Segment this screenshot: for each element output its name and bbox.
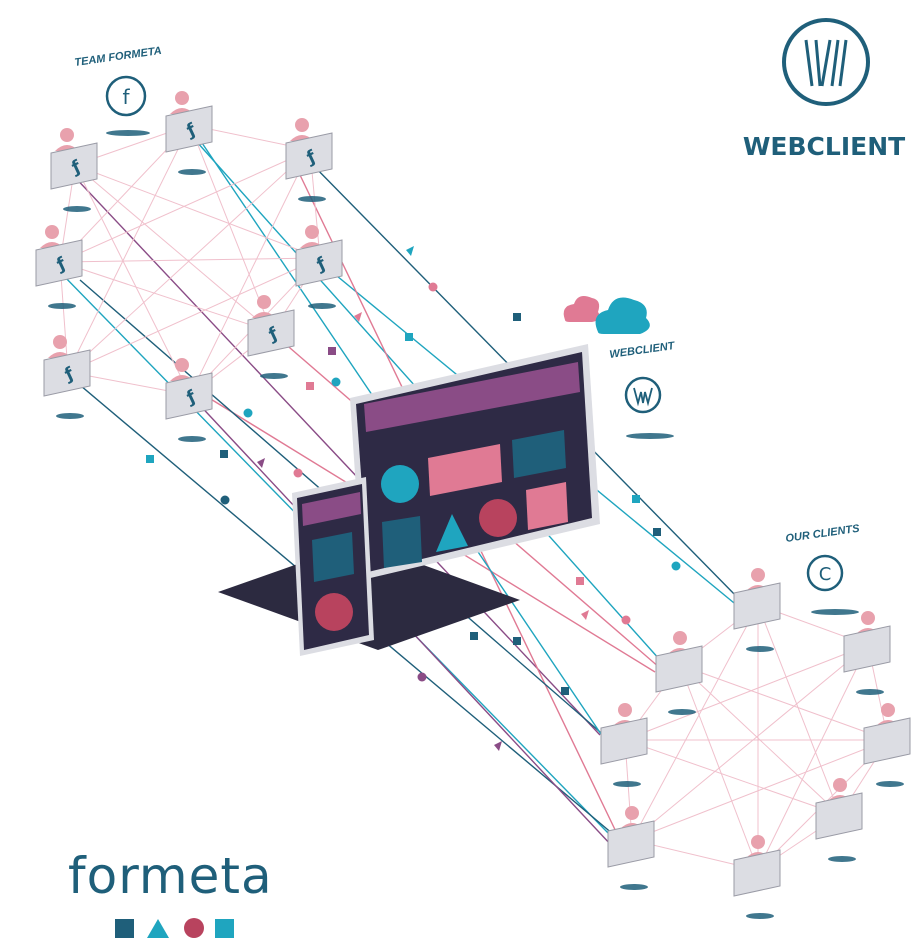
client-node — [733, 567, 781, 653]
client-node — [843, 610, 891, 696]
clients-label-group: OUR CLIENTS C — [785, 523, 861, 615]
client-nodes — [600, 567, 911, 920]
logo-text: formeta — [68, 847, 273, 905]
logo-triangle-icon — [147, 919, 169, 938]
logo-circle-icon — [184, 918, 204, 938]
client-network-web — [624, 604, 889, 871]
phone-illustration — [292, 477, 374, 656]
cloud-icon — [563, 296, 650, 334]
team-nodes — [35, 90, 343, 443]
laptop-illustration — [218, 344, 600, 650]
team-badge-icon — [105, 75, 147, 117]
client-node — [655, 630, 703, 716]
team-member-node — [35, 224, 83, 310]
logo-square-teal-icon — [215, 919, 234, 938]
team-badge-letter: f — [122, 85, 130, 109]
webclient-badge-icon — [624, 376, 662, 414]
team-member-node — [43, 334, 91, 420]
team-member-node — [165, 357, 213, 443]
webclient-logo-icon — [782, 18, 870, 106]
clients-label: OUR CLIENTS — [785, 523, 861, 545]
clients-badge-icon — [806, 554, 844, 592]
team-member-node — [247, 294, 295, 380]
brand-name: WEBCLIENT — [743, 132, 905, 161]
team-member-node — [285, 117, 333, 203]
team-label: TEAM FORMETA — [74, 45, 163, 69]
client-node — [607, 805, 655, 891]
clients-badge-letter: C — [819, 564, 832, 585]
formeta-logo: formeta — [68, 847, 273, 938]
webclient-logo: WEBCLIENT — [743, 18, 905, 161]
webclient-label-group: WEBCLIENT — [609, 340, 677, 439]
line-markers — [146, 246, 681, 751]
logo-square-icon — [115, 919, 134, 938]
team-member-node — [50, 127, 98, 213]
webclient-label: WEBCLIENT — [609, 340, 677, 361]
client-node — [733, 834, 781, 920]
team-label-group: TEAM FORMETA f — [74, 45, 163, 136]
client-node — [863, 702, 911, 788]
client-node — [600, 702, 648, 788]
